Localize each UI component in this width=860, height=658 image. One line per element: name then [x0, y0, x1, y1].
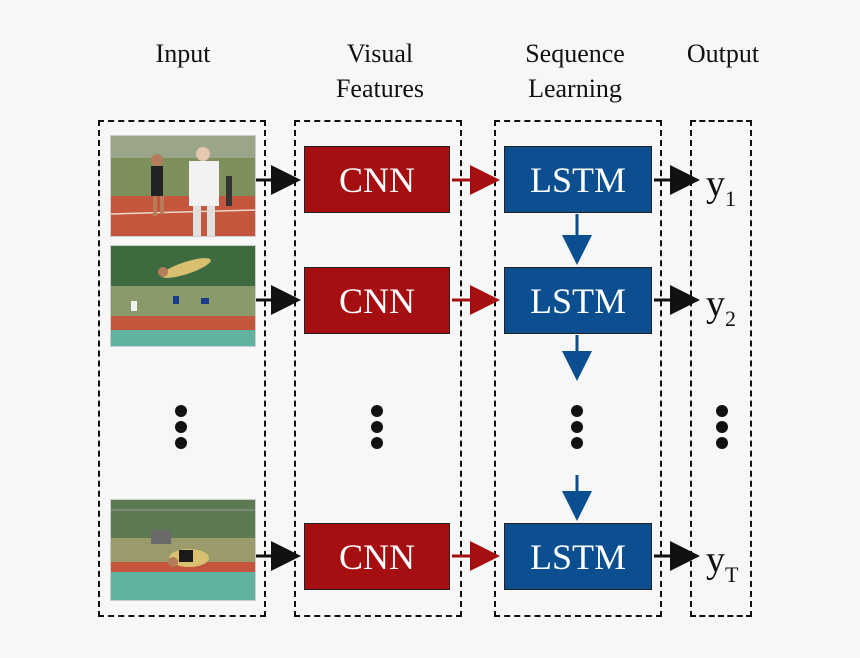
lstm-box-1: LSTM	[504, 146, 652, 213]
sequence-learning-column	[494, 120, 662, 617]
ellipsis-cnn	[371, 405, 383, 449]
cnn-box-t: CNN	[304, 523, 450, 590]
cnn-box-2: CNN	[304, 267, 450, 334]
output-column	[690, 120, 752, 617]
header-sequence-learning: Sequence Learning	[525, 39, 625, 103]
output-y1: y1	[706, 163, 736, 211]
ellipsis-output	[716, 405, 728, 449]
ellipsis-lstm	[571, 405, 583, 449]
lstm-box-2: LSTM	[504, 267, 652, 334]
input-frame-2	[110, 245, 256, 347]
input-frame-1	[110, 135, 256, 237]
ellipsis-input	[175, 405, 187, 449]
output-yT: yT	[706, 539, 739, 587]
header-input: Input	[155, 39, 211, 68]
input-column	[98, 120, 266, 617]
header-visual-features: Visual Features	[335, 39, 425, 103]
lstm-box-t: LSTM	[504, 523, 652, 590]
header-output: Output	[686, 39, 760, 68]
output-y2: y2	[706, 283, 736, 331]
visual-features-column	[294, 120, 462, 617]
cnn-box-1: CNN	[304, 146, 450, 213]
input-frame-t	[110, 499, 256, 601]
